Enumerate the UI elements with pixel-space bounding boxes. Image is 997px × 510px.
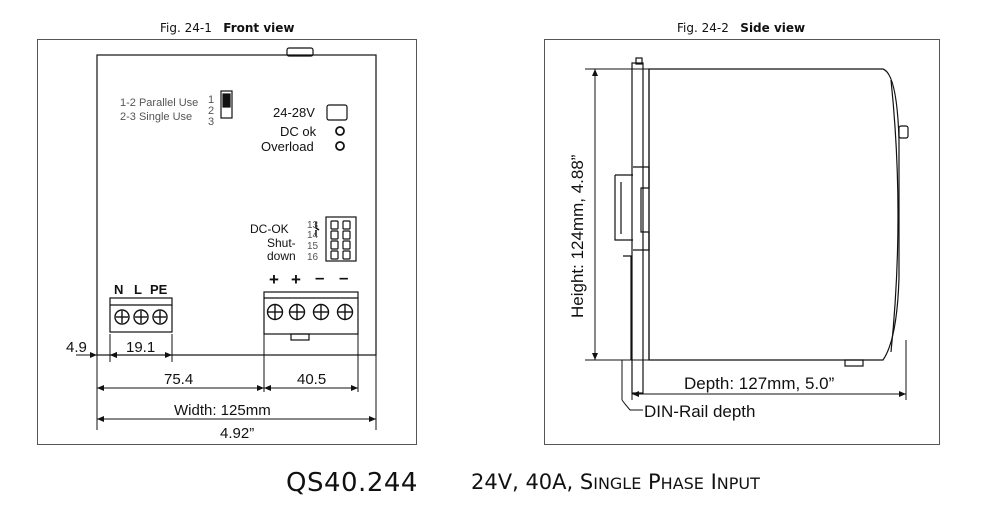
- side-dimension-lines: [585, 68, 907, 411]
- desc-mid2: I: [703, 470, 717, 494]
- housing-front-outline: [96, 54, 377, 356]
- dim-75-4: 75.4: [164, 371, 193, 388]
- height-label: Height: 124mm, 4.88”: [568, 154, 587, 318]
- side-arrowheads: [592, 69, 906, 397]
- overload-label: Overload: [261, 139, 314, 154]
- dim-4-9: 4.9: [66, 339, 87, 356]
- top-latch: [286, 47, 314, 57]
- latch-lever: [623, 255, 632, 360]
- pin-number-13: 13: [307, 220, 319, 231]
- side-knob: [898, 125, 909, 139]
- pin-number-15: 15: [307, 241, 319, 252]
- terminal-label-pe: PE: [150, 282, 168, 297]
- dc-ok-label: DC ok: [280, 124, 317, 139]
- polarity-plus-1: +: [269, 270, 279, 289]
- input-terminal-block: [109, 297, 173, 333]
- output-screw-slots: [268, 305, 352, 319]
- dim-40-5: 40.5: [297, 371, 326, 388]
- front-view-caption: Fig. 24-1 Front view: [160, 21, 295, 35]
- switch-number-1: 1: [208, 94, 214, 106]
- front-arrowheads: [90, 352, 376, 422]
- signal-terminal-block: [325, 216, 357, 262]
- shutdown-label-1: Shut-: [267, 236, 296, 250]
- din-clip-body: [633, 166, 650, 251]
- width-label: Width: 125mm: [174, 402, 271, 419]
- desc-mid: P: [641, 470, 661, 494]
- signal-pin-14: [330, 230, 339, 240]
- din-rail-depth-label: DIN-Rail depth: [644, 402, 756, 421]
- side-fig-title: Side view: [740, 21, 806, 35]
- bottom-foot: [844, 359, 864, 367]
- signal-pin-14b: [342, 230, 351, 240]
- model-number: QS40.244: [286, 468, 418, 498]
- input-screw-slots: [116, 311, 166, 323]
- switch-label-single: 2-3 Single Use: [120, 111, 192, 123]
- depth-label: Depth: 127mm, 5.0”: [684, 374, 835, 393]
- relay-contact-symbol: [315, 222, 320, 236]
- pin-number-14: 14: [307, 230, 319, 241]
- dim-19-1: 19.1: [126, 339, 155, 356]
- polarity-minus-2: –: [339, 268, 348, 287]
- dcok-relay-label: DC-OK: [250, 222, 289, 236]
- output-block-foot: [290, 333, 310, 341]
- side-view-caption: Fig. 24-2 Side view: [677, 21, 805, 35]
- switch-label-parallel: 1-2 Parallel Use: [120, 97, 198, 109]
- switch-number-2: 2: [208, 105, 214, 117]
- side-fig-number: Fig. 24-2: [677, 21, 729, 35]
- desc-sc1: INGLE: [593, 474, 642, 493]
- front-fig-number: Fig. 24-1: [160, 21, 212, 35]
- side-view-drawing: Height: 124mm, 4.88” Depth: 127mm, 5.0” …: [568, 57, 909, 421]
- signal-pin-13: [330, 220, 339, 230]
- overload-led: [335, 141, 345, 151]
- voltage-adjust-pot: [326, 104, 348, 121]
- product-description: 24V, 40A, SINGLE PHASE INPUT: [471, 470, 760, 494]
- desc-prefix: 24V, 40A, S: [471, 470, 594, 494]
- switch-number-3: 3: [208, 116, 214, 128]
- housing-side-outline: [648, 68, 900, 361]
- front-view-panel: 1-2 Parallel Use 2-3 Single Use 1 2 3 24…: [37, 39, 417, 445]
- front-curve: [890, 79, 899, 353]
- signal-pin-13b: [342, 220, 351, 230]
- front-fig-title: Front view: [223, 21, 295, 35]
- polarity-plus-2: +: [291, 270, 301, 289]
- signal-pin-15: [330, 240, 339, 250]
- width-inch-label: 4.92”: [220, 425, 254, 442]
- front-view-drawing: 1-2 Parallel Use 2-3 Single Use 1 2 3 24…: [66, 47, 377, 442]
- side-view-panel: Height: 124mm, 4.88” Depth: 127mm, 5.0” …: [544, 39, 940, 445]
- voltage-label: 24-28V: [273, 105, 315, 120]
- din-clip: [614, 174, 633, 241]
- front-dimension-lines: [76, 334, 377, 430]
- rail-top-tab: [635, 57, 643, 65]
- pin-number-16: 16: [307, 252, 319, 263]
- polarity-minus-1: –: [315, 268, 324, 287]
- selector-slider: [222, 93, 231, 108]
- shutdown-label-2: down: [267, 249, 296, 263]
- output-terminal-block: [263, 291, 359, 335]
- dc-ok-led: [335, 126, 345, 136]
- desc-sc3: NPUT: [716, 474, 760, 493]
- signal-pin-16b: [342, 250, 351, 260]
- desc-sc2: HASE: [660, 474, 704, 493]
- signal-pin-15b: [342, 240, 351, 250]
- selector-switch: [220, 90, 233, 119]
- signal-pin-16: [330, 250, 339, 260]
- terminal-label-l: L: [134, 282, 142, 297]
- terminal-label-n: N: [114, 282, 123, 297]
